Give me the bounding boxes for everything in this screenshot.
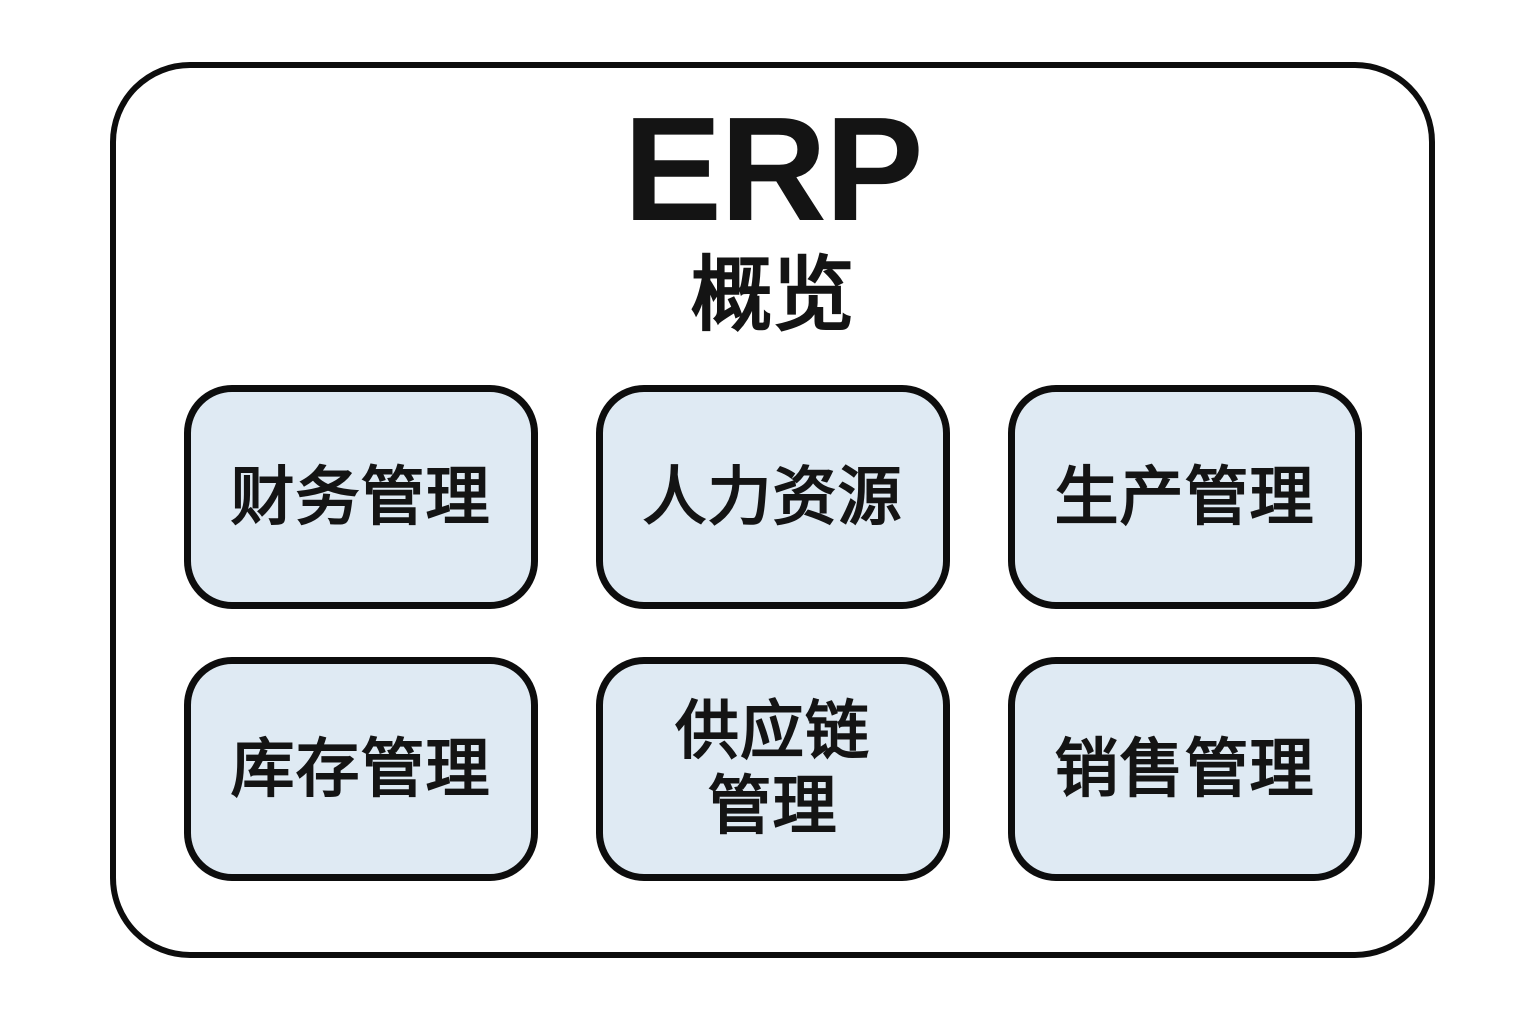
diagram-title: ERP: [623, 87, 923, 252]
module-label-production: 生产管理: [1054, 460, 1315, 533]
module-label-human-resources: 人力资源: [642, 460, 903, 533]
modules-grid: 财务管理 人力资源 生产管理 库存管理 供应链 管理 销售管理: [116, 385, 1429, 882]
erp-overview-diagram: ERP 概览 财务管理 人力资源 生产管理 库存管理 供应链 管理 销售管理: [110, 62, 1435, 958]
module-box-finance: 财务管理: [183, 385, 538, 610]
diagram-subtitle: 概览: [690, 250, 855, 342]
module-label-finance: 财务管理: [230, 460, 491, 533]
module-box-production: 生产管理: [1007, 385, 1362, 610]
module-box-sales: 销售管理: [1007, 657, 1362, 882]
module-box-inventory: 库存管理: [183, 657, 538, 882]
module-box-human-resources: 人力资源: [595, 385, 950, 610]
module-label-supply-chain: 供应链 管理: [675, 694, 870, 843]
module-label-inventory: 库存管理: [230, 732, 491, 805]
module-box-supply-chain: 供应链 管理: [595, 657, 950, 882]
module-label-sales: 销售管理: [1054, 732, 1315, 805]
